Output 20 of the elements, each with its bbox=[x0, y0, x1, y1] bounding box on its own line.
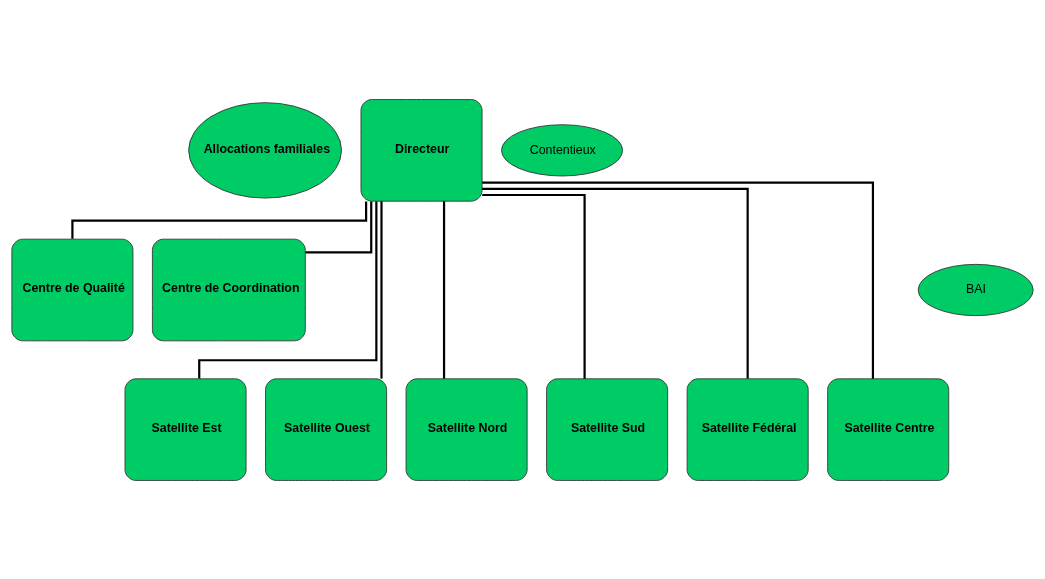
node-box: Satellite Fédéral bbox=[686, 377, 809, 481]
connector bbox=[442, 200, 446, 379]
node-box: Satellite Nord bbox=[405, 377, 528, 481]
node-ellipse: Allocations familiales bbox=[188, 101, 342, 198]
node-box: Satellite Sud bbox=[546, 377, 669, 481]
node-box: Centre de Coordination bbox=[151, 238, 306, 341]
connector bbox=[305, 200, 373, 254]
connector bbox=[482, 181, 875, 379]
node-box: Satellite Est bbox=[124, 377, 247, 481]
connector bbox=[482, 193, 586, 379]
connector bbox=[198, 200, 378, 378]
connector bbox=[380, 200, 383, 379]
node-box: Directeur bbox=[360, 98, 483, 202]
node-ellipse: BAI bbox=[917, 263, 1034, 316]
node-box: Centre de Qualité bbox=[11, 238, 134, 341]
connector bbox=[482, 187, 749, 379]
node-ellipse: Contentieux bbox=[501, 123, 624, 176]
node-box: Satellite Centre bbox=[827, 377, 950, 481]
connector bbox=[71, 200, 368, 239]
node-box: Satellite Ouest bbox=[265, 377, 388, 481]
